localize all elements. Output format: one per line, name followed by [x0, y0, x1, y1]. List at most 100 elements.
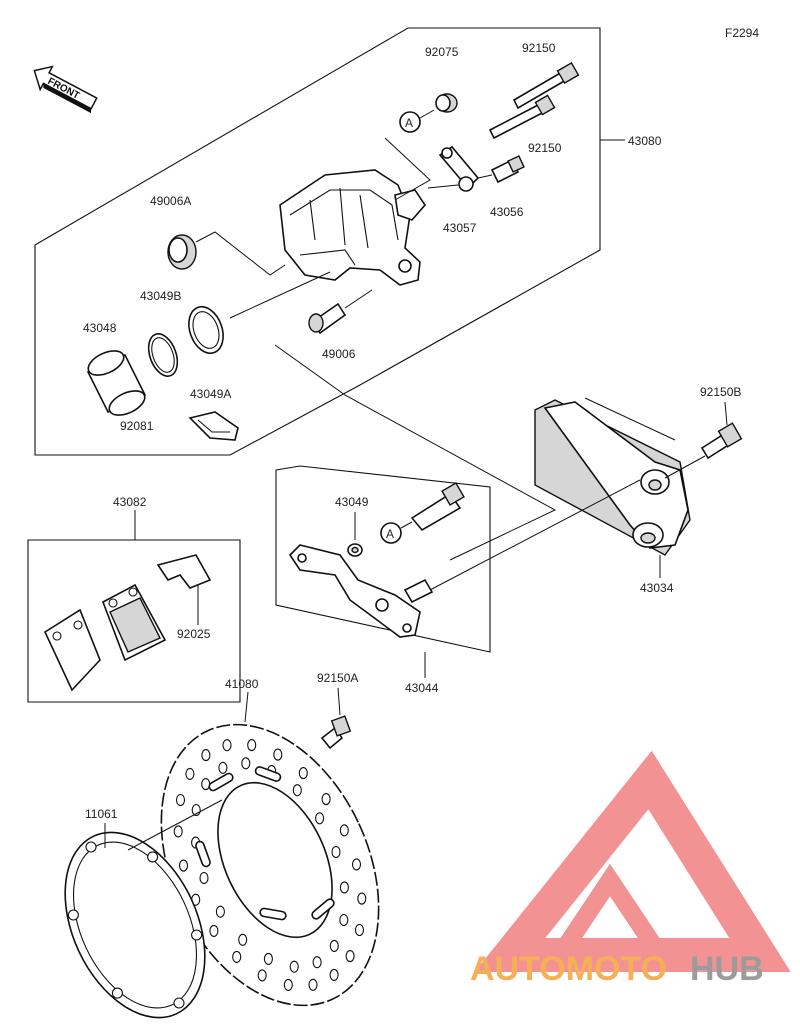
boot-49006A	[167, 234, 197, 270]
front-arrow-icon: FRONT	[33, 65, 98, 114]
disc-hole	[321, 793, 331, 806]
watermark-text-hub: HUB	[690, 950, 764, 988]
part-label-49006: 49006	[322, 347, 356, 361]
disc-hole	[215, 905, 225, 918]
callout-a-top: A	[399, 111, 421, 133]
disc-hole	[298, 767, 308, 780]
part-label-41080: 41080	[225, 677, 259, 691]
part-label-92025: 92025	[177, 627, 211, 641]
part-label-43044: 43044	[405, 681, 439, 695]
seal-43049A	[188, 305, 224, 355]
seal-92075	[435, 93, 458, 113]
disc-hole	[283, 978, 293, 991]
disc-hole	[257, 969, 267, 982]
part-label-92075: 92075	[425, 45, 459, 59]
bracket-43044	[288, 544, 421, 638]
plate-bolt-hole	[111, 987, 123, 999]
disc-hole	[185, 767, 195, 780]
plate-bolt-hole	[191, 929, 203, 941]
disc-hole	[339, 881, 349, 894]
disc-hole	[201, 749, 211, 762]
bracket-43057	[438, 145, 480, 192]
pin-92150-mid	[488, 94, 556, 140]
disc-hole	[201, 778, 211, 791]
watermark-logo: AUTOMOTO HUB	[470, 750, 791, 988]
boot-49006	[308, 302, 347, 335]
disc-hole	[232, 950, 242, 963]
disc-hole	[173, 825, 183, 838]
part-label-92150-mid: 92150	[528, 141, 562, 155]
plate-bolt-hole	[85, 841, 97, 853]
disc-hole	[315, 812, 325, 825]
disc-hole	[209, 924, 219, 937]
disc-hole	[263, 952, 273, 965]
disc-hole	[351, 858, 362, 871]
bleeder-43056	[490, 155, 525, 184]
part-label-43049A: 43049A	[190, 387, 231, 401]
watermark-text-main: AUTOMOTO	[470, 950, 667, 988]
disc-hole	[247, 739, 257, 752]
disc-hole	[218, 761, 228, 774]
figure-code: F2294	[725, 26, 759, 40]
callout-a-lower-letter: A	[386, 527, 394, 541]
disc-hole	[357, 892, 367, 905]
part-label-43049: 43049	[335, 495, 369, 509]
pin-92150-top	[512, 61, 580, 110]
seal-43049B	[147, 333, 179, 377]
disc-hole	[308, 978, 318, 991]
guide-pin-lower	[403, 578, 434, 604]
callout-a-lower: A	[380, 522, 402, 544]
disc-hole	[345, 950, 355, 963]
disc-hole	[222, 739, 232, 752]
part-label-43034: 43034	[640, 581, 674, 595]
disc-hole	[178, 859, 189, 872]
bracket-43034	[534, 399, 691, 556]
disc-hole	[331, 845, 341, 859]
disc-hole	[339, 913, 349, 927]
disc-hole	[292, 784, 302, 797]
washer-43049	[347, 543, 363, 557]
spacer-plate-11061	[64, 831, 206, 1019]
part-label-43049B: 43049B	[140, 289, 181, 303]
pads-box	[27, 539, 241, 703]
disc-hole	[329, 968, 339, 981]
part-label-43057: 43057	[443, 221, 477, 235]
bracket-43044-outline	[275, 465, 491, 653]
pad-spring-92025	[156, 554, 212, 589]
brake-pad-right	[102, 583, 167, 662]
disc-hole	[199, 871, 209, 885]
clip-92081	[188, 411, 239, 441]
bolt-92150A	[320, 715, 352, 750]
caliper-body	[279, 169, 427, 286]
part-label-43056: 43056	[490, 205, 524, 219]
part-label-49006A: 49006A	[150, 194, 191, 208]
part-label-92081: 92081	[120, 419, 154, 433]
part-label-92150A: 92150A	[317, 671, 358, 685]
plate-bolt-hole	[173, 997, 185, 1009]
guide-pin	[410, 482, 465, 532]
part-label-43048: 43048	[83, 321, 117, 335]
disc-hole	[329, 939, 339, 952]
part-label-92150-top: 92150	[522, 41, 556, 55]
callout-a-top-letter: A	[405, 116, 413, 130]
disc-hole	[289, 960, 299, 973]
bolt-92150B	[700, 422, 743, 460]
disc-hole	[241, 757, 251, 770]
part-label-43080: 43080	[628, 134, 662, 148]
plate-bolt-hole	[147, 851, 159, 863]
disc-hole	[354, 923, 365, 937]
disc-hole	[175, 793, 186, 807]
part-label-92150B: 92150B	[700, 385, 741, 399]
disc-hole	[273, 748, 283, 761]
part-label-43082: 43082	[113, 495, 147, 509]
disc-hole	[339, 824, 349, 837]
brake-disc-41080	[160, 723, 380, 1007]
plate-bolt-hole	[67, 909, 79, 921]
brake-pad-left	[43, 608, 101, 692]
piston-43048	[86, 350, 147, 416]
part-label-11061: 11061	[85, 807, 118, 821]
disc-hole	[312, 956, 322, 969]
caliper-assembly-outline	[34, 27, 601, 456]
